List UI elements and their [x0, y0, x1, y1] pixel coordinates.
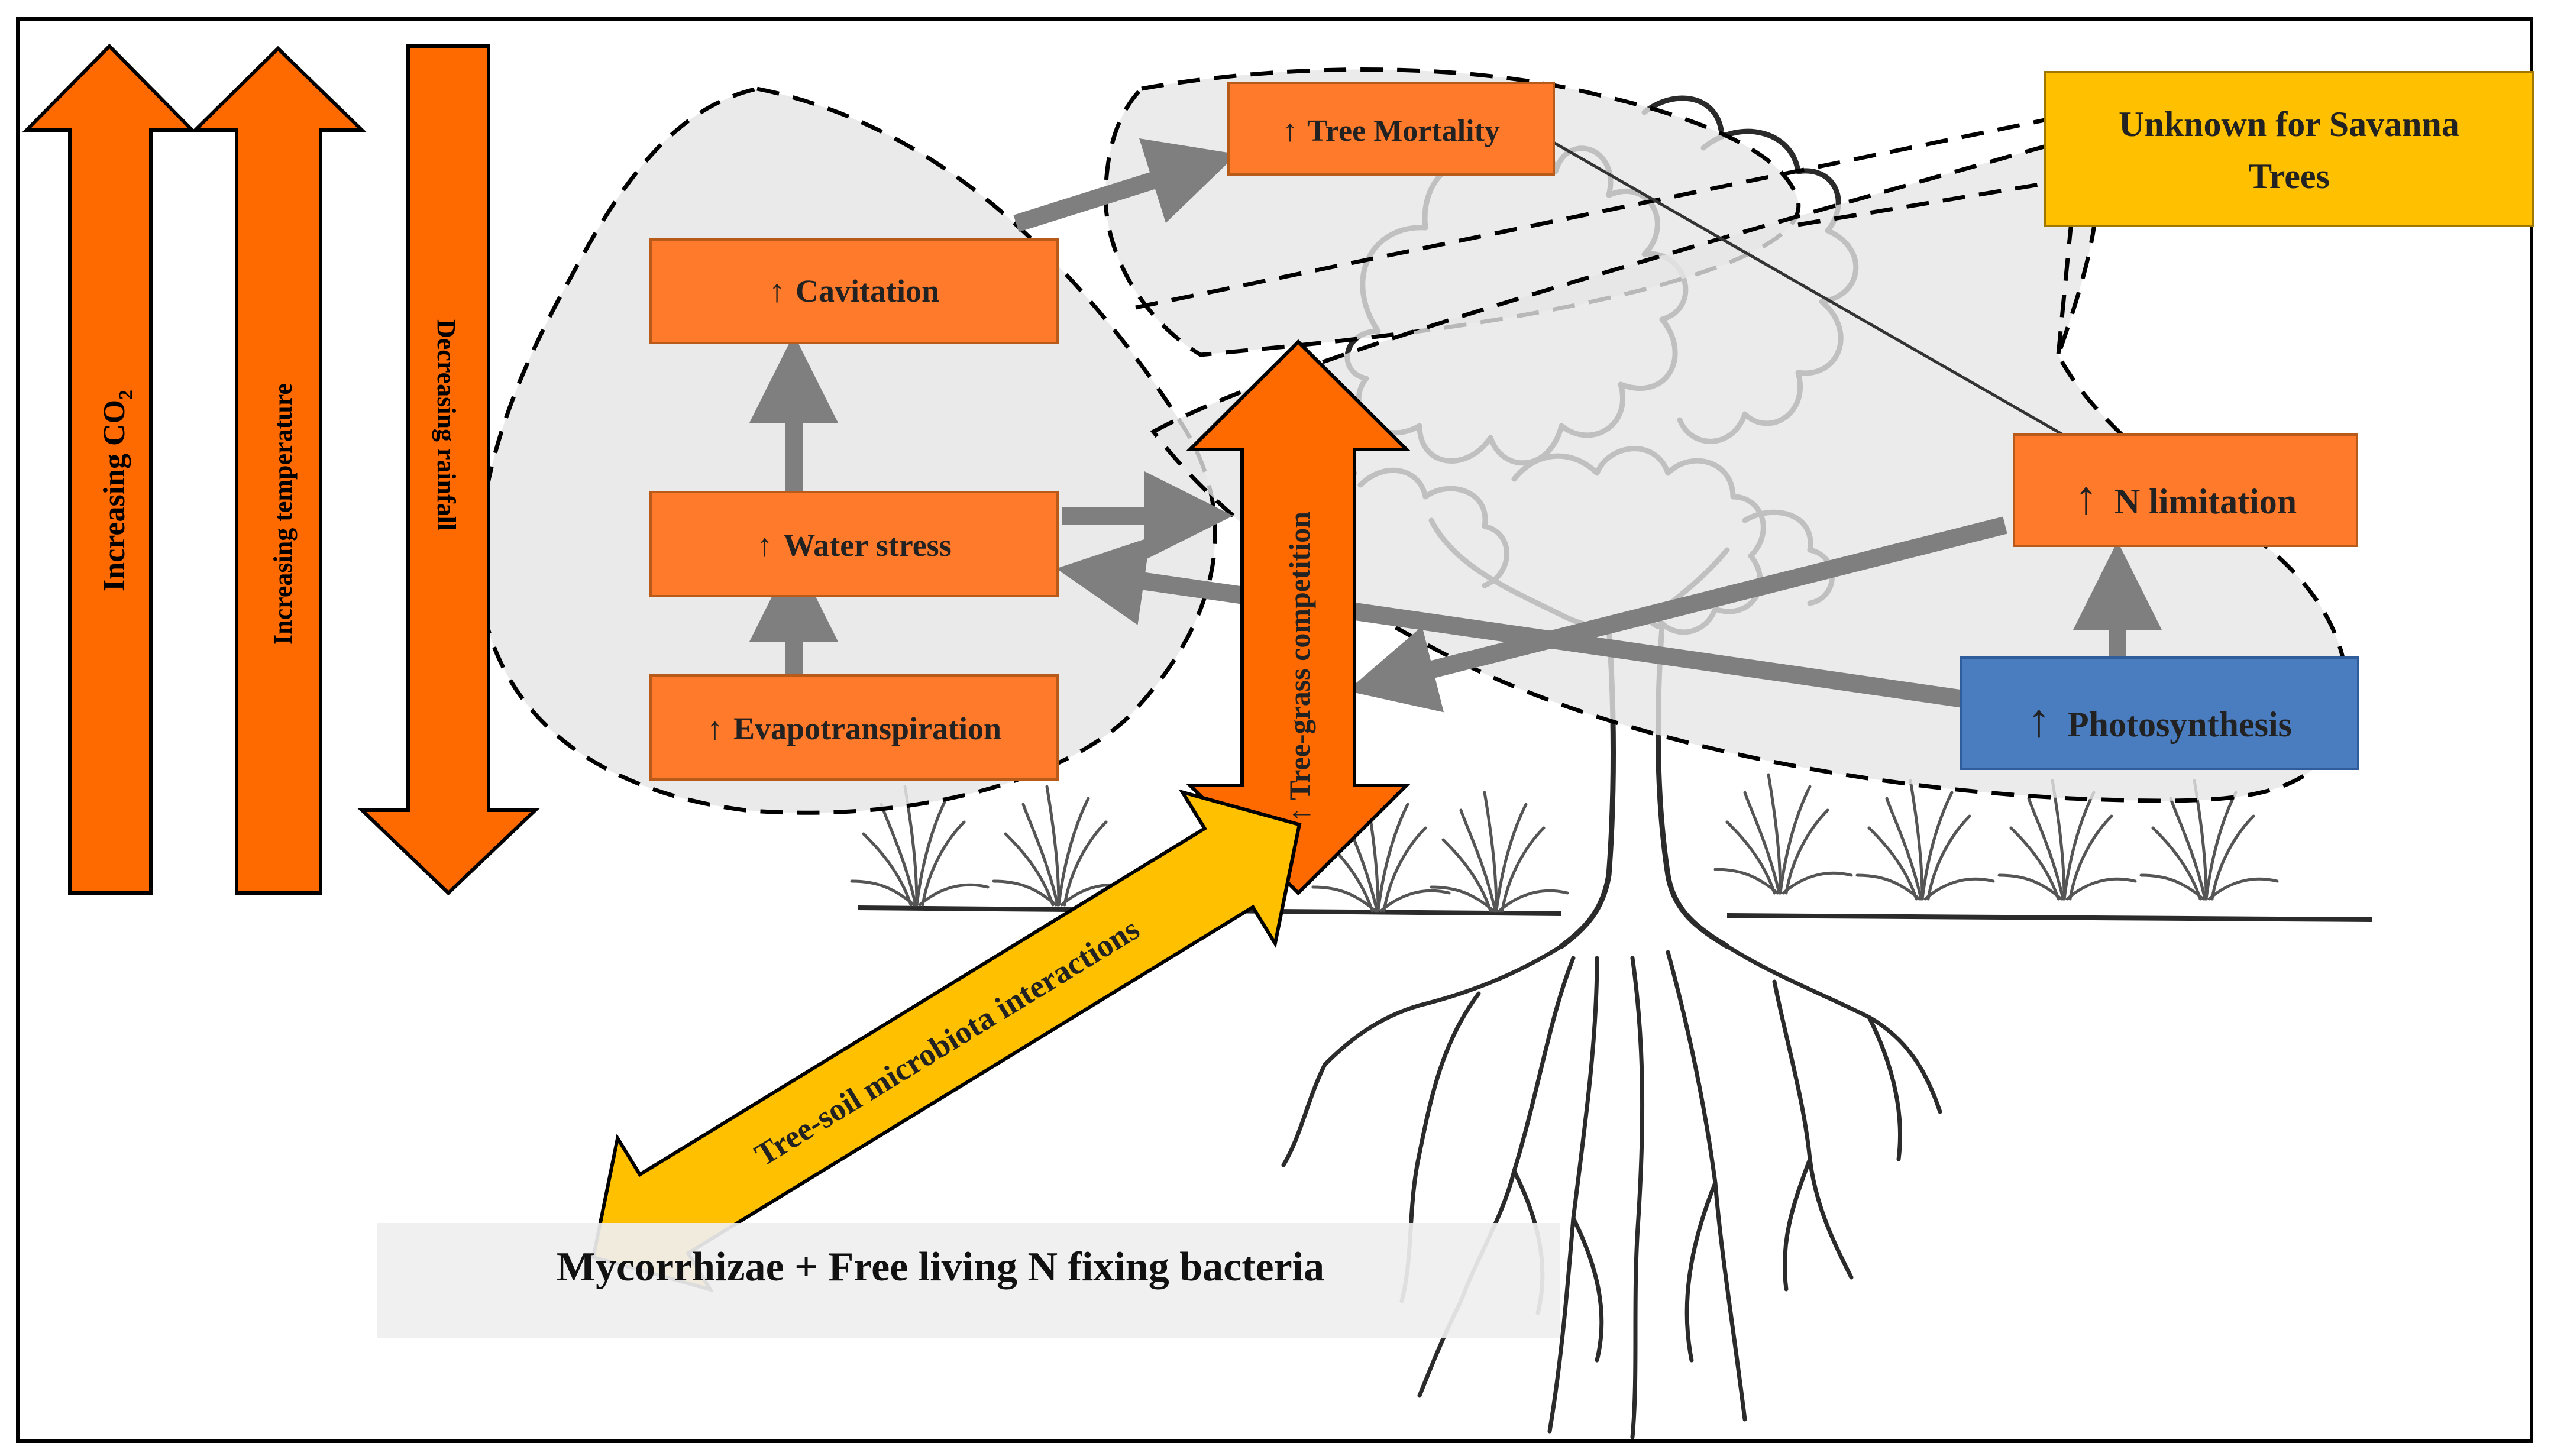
competition-label: ↑ Tree-grass competition [1283, 512, 1316, 822]
nutrient-cloud [1150, 133, 2349, 803]
photosynthesis-box: ↑ Photosynthesis [1960, 656, 2359, 770]
rainfall-label: Decreasing rainfall [432, 319, 461, 530]
cloud-to-mortality-arrow [1013, 138, 1237, 232]
up-arrow-glyph: ↑ [2027, 695, 2051, 747]
unknown-note-line1: Unknown for Savanna [2119, 105, 2459, 144]
up-arrow-glyph: ↑ [707, 711, 723, 746]
co2-driver-arrow: Increasing CO2 [22, 43, 197, 895]
co2-subscript: 2 [115, 390, 137, 400]
svg-text:↑Cavitation: ↑ Cavitation [769, 273, 939, 309]
temperature-driver-arrow: Increasing temperature [190, 46, 367, 895]
co2-label: Increasing CO2 [98, 390, 137, 591]
unknown-note-box: Unknown for Savanna Trees [2044, 71, 2534, 227]
water-stress-box: ↑ Water stress [649, 491, 1059, 597]
rainfall-driver-arrow: Decreasing rainfall [357, 44, 540, 896]
nlimit-to-mortality-line [1551, 140, 2071, 441]
evapotranspiration-label: Evapotranspiration [733, 711, 1001, 746]
unknown-connector-top [1135, 110, 2083, 310]
soil-label-box: Mycorrhizae + Free living N fixing bacte… [377, 1223, 1560, 1338]
svg-text:↑Water stress: ↑ Water stress [756, 528, 951, 563]
svg-text:↑N limitation: ↑ N limitation [2074, 472, 2297, 524]
tree-grass-competition-arrow: ↑ Tree-grass competition [1185, 339, 1411, 896]
cavitation-box: ↑ Cavitation [649, 238, 1059, 344]
cavitation-label: Cavitation [796, 273, 939, 309]
svg-text:↑Tree Mortality: ↑ Tree Mortality [1282, 114, 1500, 148]
evapotranspiration-box: ↑ Evapotranspiration [649, 674, 1059, 781]
up-arrow-glyph: ↑ [2074, 472, 2098, 524]
n-limitation-box: ↑ N limitation [2013, 433, 2358, 547]
tree-mortality-label: Tree Mortality [1307, 114, 1500, 148]
photosynthesis-label: Photosynthesis [2067, 705, 2292, 744]
soil-label: Mycorrhizae + Free living N fixing bacte… [557, 1244, 1324, 1290]
grass-tuft-icon [850, 773, 2279, 913]
unknown-note-line2: Trees [2248, 157, 2330, 196]
up-arrow-glyph: ↑ [769, 273, 785, 309]
n-limitation-label: N limitation [2114, 482, 2297, 521]
unknown-connector-bottom [1797, 175, 2083, 227]
water-stress-label: Water stress [783, 528, 951, 563]
temperature-label: Increasing temperature [269, 383, 298, 645]
up-arrow-glyph: ↑ [1282, 114, 1298, 148]
up-arrow-glyph: ↑ [756, 528, 772, 563]
svg-text:↑Photosynthesis: ↑ Photosynthesis [2027, 695, 2292, 747]
svg-text:↑Evapotranspiration: ↑ Evapotranspiration [707, 711, 1001, 746]
tree-mortality-box: ↑ Tree Mortality [1227, 82, 1555, 176]
nlimit-to-competition-arrow [1347, 516, 2007, 713]
